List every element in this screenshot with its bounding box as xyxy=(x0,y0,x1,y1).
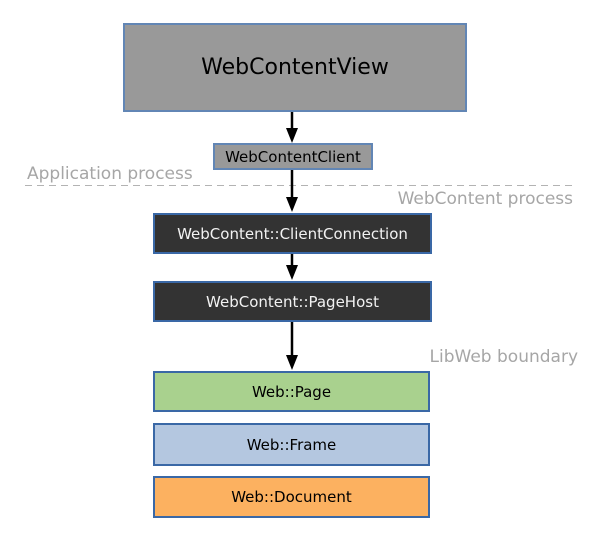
arrow-down-clientconnection-to-pagehost xyxy=(286,254,298,280)
node-web-frame-label: Web::Frame xyxy=(246,435,337,454)
process-boundary-dashed-line xyxy=(25,185,577,186)
arrow-down-pagehost-to-web-page xyxy=(286,322,298,370)
node-web-document-label: Web::Document xyxy=(231,488,352,506)
webcontent-process-label: WebContent process xyxy=(397,189,573,209)
node-pagehost-label: WebContent::PageHost xyxy=(206,292,379,311)
node-clientconnection-label: WebContent::ClientConnection xyxy=(177,224,408,243)
node-pagehost: WebContent::PageHost xyxy=(153,281,432,322)
application-process-label: Application process xyxy=(27,164,193,184)
node-webcontentview-label: WebContentView xyxy=(201,55,389,80)
node-clientconnection: WebContent::ClientConnection xyxy=(153,213,432,254)
node-web-page: Web::Page xyxy=(153,371,430,412)
arrow-down-webcontentview-to-webcontentclient xyxy=(286,112,298,143)
node-web-document: Web::Document xyxy=(153,476,430,518)
arrow-down-webcontentclient-to-clientconnection xyxy=(286,170,298,212)
node-webcontentview: WebContentView xyxy=(123,23,467,112)
libweb-boundary-label: LibWeb boundary xyxy=(429,347,578,367)
node-web-frame: Web::Frame xyxy=(153,423,430,466)
node-webcontentclient: WebContentClient xyxy=(213,143,373,170)
node-web-page-label: Web::Page xyxy=(251,382,332,401)
node-webcontentclient-label: WebContentClient xyxy=(225,147,361,166)
